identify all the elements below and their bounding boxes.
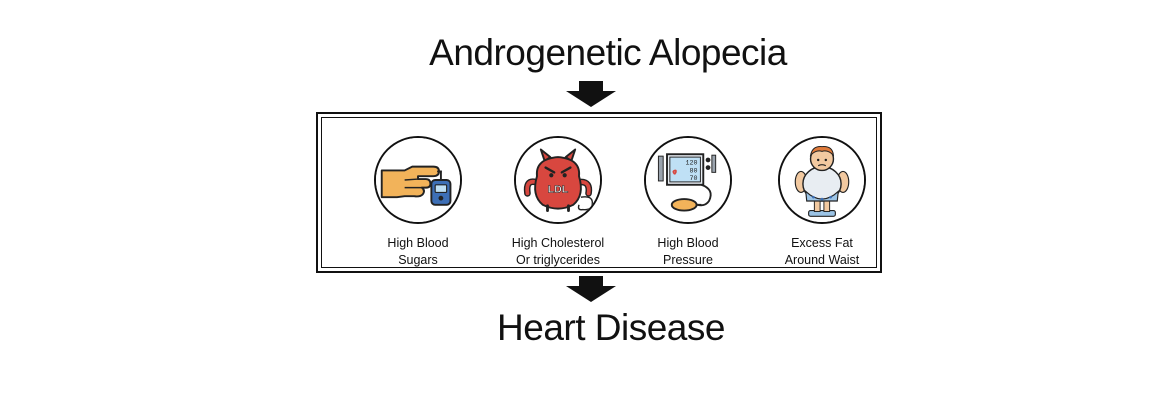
factor-label: High Blood Sugars <box>353 235 483 269</box>
blood-pressure-monitor-icon: 120 80 70 <box>644 136 732 224</box>
overweight-man-icon <box>778 136 866 224</box>
factor-label-line-1: Excess Fat <box>791 236 853 250</box>
down-arrow-icon <box>566 276 616 302</box>
factor-label-line-2: Around Waist <box>784 253 860 267</box>
risk-factors-inner-border: High Blood Sugars <box>321 117 877 268</box>
bp-pulse-text: 70 <box>690 175 698 183</box>
bp-diastolic-text: 80 <box>690 167 698 175</box>
bp-systolic-text: 120 <box>686 160 698 168</box>
factor-label: Excess Fat Around Waist <box>757 235 887 269</box>
risk-factors-box: High Blood Sugars <box>316 112 882 273</box>
factor-label-line-1: High Blood <box>387 236 449 250</box>
title-androgenetic-alopecia: Androgenetic Alopecia <box>429 32 787 73</box>
ldl-text: LDL <box>548 183 569 195</box>
factor-label-line-1: High Blood <box>657 236 719 250</box>
factor-label-line-2: Pressure <box>662 253 714 267</box>
factor-label: High Cholesterol Or triglycerides <box>493 235 623 269</box>
down-arrow-icon <box>566 81 616 107</box>
factor-label: High Blood Pressure <box>623 235 753 269</box>
title-heart-disease: Heart Disease <box>497 307 725 348</box>
factor-label-line-2: Sugars <box>398 253 438 267</box>
ldl-devil-icon: LDL <box>514 136 602 224</box>
factor-label-line-2: Or triglycerides <box>515 253 601 267</box>
factor-label-line-1: High Cholesterol <box>511 236 605 250</box>
blood-glucose-meter-icon <box>374 136 462 224</box>
